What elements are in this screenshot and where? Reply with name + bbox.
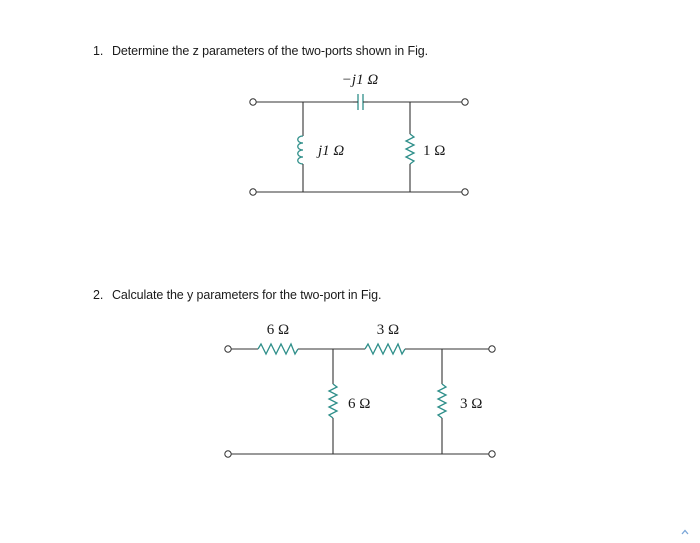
- question-2: 2. Calculate the y parameters for the two…: [93, 288, 381, 302]
- c1-inductor-label: j1 Ω: [316, 143, 344, 159]
- c1-terminal-top-left: [249, 98, 257, 106]
- c2-series-resistor-1: [257, 342, 299, 356]
- question-1: 1. Determine the z parameters of the two-…: [93, 44, 428, 58]
- c1-terminal-top-right: [461, 98, 469, 106]
- c2-terminal-top-right: [488, 345, 496, 353]
- c2-series-resistor-1-label: 6 Ω: [267, 322, 289, 338]
- c1-inductor: [297, 135, 304, 165]
- c1-capacitor-label: −j1 Ω: [342, 72, 379, 88]
- c1-terminal-bottom-right: [461, 188, 469, 196]
- question-2-text: Calculate the y parameters for the two-p…: [112, 288, 382, 302]
- c2-series-resistor-2: [364, 342, 406, 356]
- chevron-up-icon[interactable]: [680, 527, 690, 537]
- question-1-text: Determine the z parameters of the two-po…: [112, 44, 428, 58]
- circuit-2: 6 Ω 3 Ω 6 Ω 3 Ω: [224, 322, 496, 458]
- c1-capacitor: [353, 94, 368, 110]
- c2-terminal-bottom-left: [224, 450, 232, 458]
- question-2-number: 2.: [93, 288, 104, 302]
- c2-shunt-resistor-1-label: 6 Ω: [348, 396, 370, 412]
- c2-series-resistor-2-label: 3 Ω: [377, 322, 399, 338]
- c2-shunt-resistor-1: [327, 383, 339, 419]
- c1-resistor-label: 1 Ω: [423, 143, 445, 159]
- question-1-number: 1.: [93, 44, 104, 58]
- circuit-1: −j1 Ω j1 Ω 1 Ω: [249, 72, 469, 196]
- c2-terminal-bottom-right: [488, 450, 496, 458]
- c2-terminal-top-left: [224, 345, 232, 353]
- c2-shunt-resistor-2-label: 3 Ω: [460, 396, 482, 412]
- c1-resistor: [404, 133, 416, 165]
- c2-shunt-resistor-2: [436, 383, 448, 419]
- c1-terminal-bottom-left: [249, 188, 257, 196]
